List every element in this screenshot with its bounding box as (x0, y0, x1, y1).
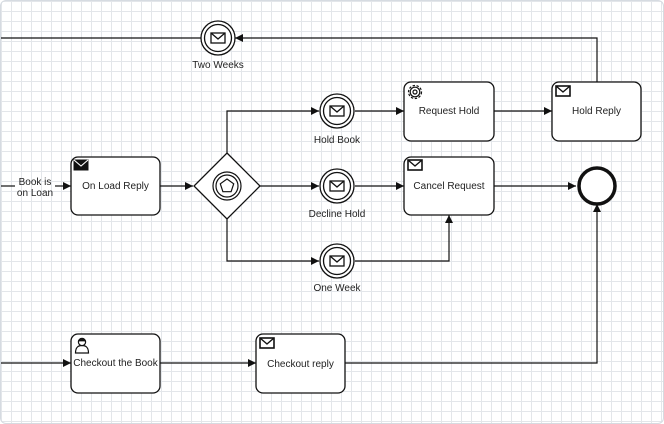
task-hold-reply[interactable]: Hold Reply (551, 81, 642, 142)
event-decline-hold[interactable] (319, 168, 355, 204)
task-checkout-reply[interactable]: Checkout reply (255, 333, 346, 394)
envelope-icon (329, 180, 345, 192)
event-hold-book[interactable] (319, 93, 355, 129)
event-two-weeks[interactable] (200, 20, 236, 56)
task-label: On Load Reply (82, 181, 149, 192)
pentagon-icon (219, 178, 235, 193)
envelope-icon (210, 32, 226, 44)
flow-gateway-to-holdbook (226, 107, 319, 153)
flow-gateway-to-oneweek (226, 219, 319, 265)
envelope-icon (329, 105, 345, 117)
flow-oneweek-to-cancel (355, 215, 453, 262)
event-label-two-weeks: Two Weeks (192, 60, 244, 71)
task-cancel-request[interactable]: Cancel Request (403, 156, 495, 216)
user-icon (74, 337, 90, 354)
task-label: Request Hold (419, 106, 480, 117)
flow-holdreply-to-twoweeks (235, 34, 598, 82)
filled-envelope-icon (73, 159, 89, 171)
event-label-one-week: One Week (313, 283, 361, 294)
task-label: Hold Reply (572, 106, 621, 117)
task-label: Cancel Request (413, 181, 484, 192)
envelope-icon (259, 337, 275, 349)
task-request-hold[interactable]: Request Hold (403, 81, 495, 142)
envelope-icon (555, 85, 571, 97)
envelope-icon (329, 255, 345, 267)
event-based-gateway[interactable] (193, 152, 261, 220)
task-on-load-reply[interactable]: On Load Reply (70, 156, 161, 216)
event-one-week[interactable] (319, 243, 355, 279)
task-checkout-the-book[interactable]: Checkout the Book (70, 333, 161, 394)
event-label-hold-book: Hold Book (314, 135, 361, 146)
gear-icon (407, 84, 423, 100)
event-label-decline-hold: Decline Hold (309, 209, 366, 220)
start-label-line1: Book is (19, 177, 52, 188)
flow-checkoutreply-to-end (345, 204, 601, 364)
start-label-line2: on Loan (17, 188, 53, 199)
task-label: Checkout reply (267, 359, 334, 370)
envelope-icon (407, 159, 423, 171)
sequence-flows (1, 34, 601, 367)
end-event[interactable] (577, 166, 617, 206)
task-label: Checkout the Book (73, 358, 158, 369)
